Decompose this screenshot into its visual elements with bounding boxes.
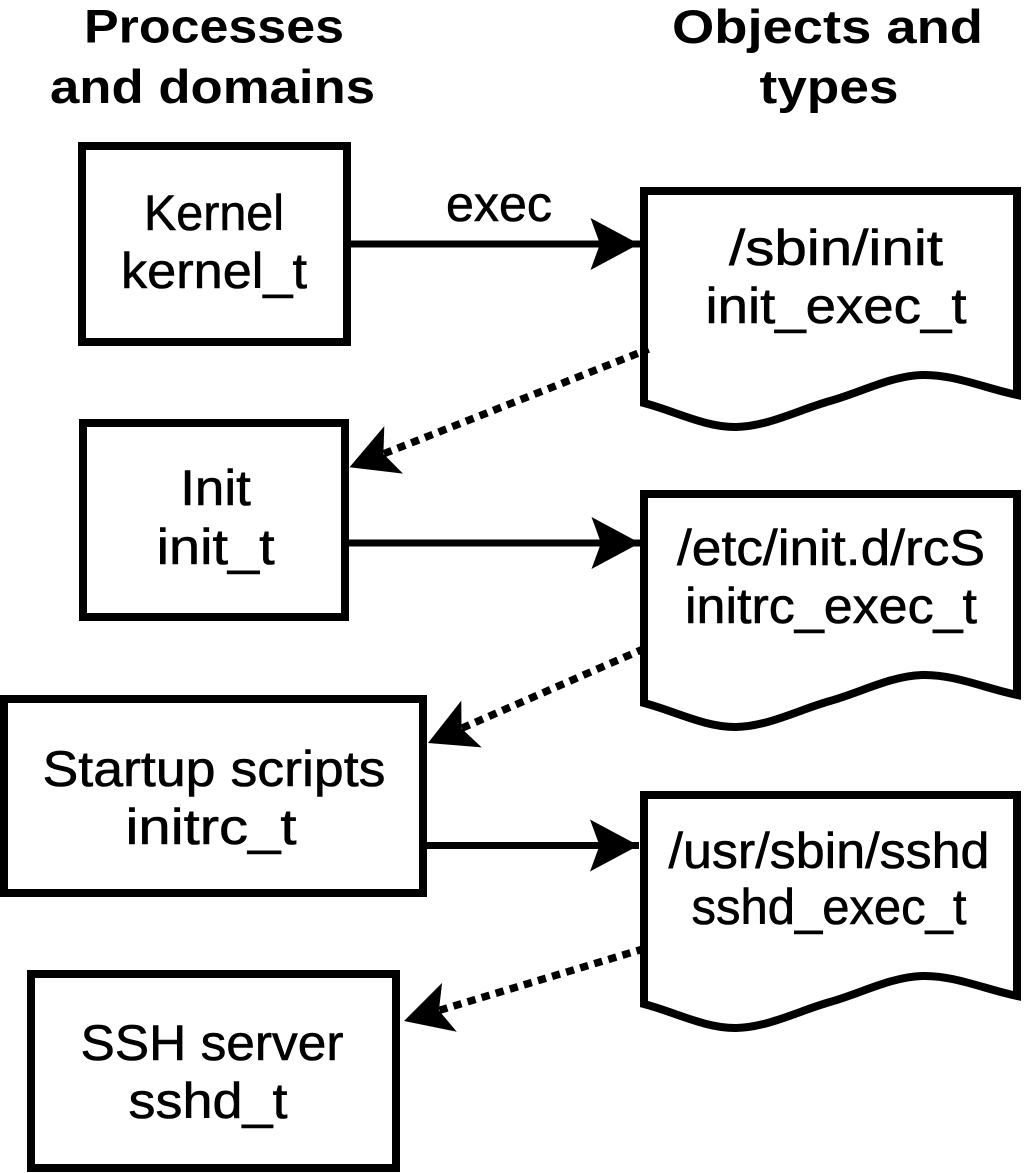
svg-text:sshd_t: sshd_t — [129, 1073, 288, 1129]
svg-text:sshd_exec_t: sshd_exec_t — [692, 879, 967, 935]
svg-text:kernel_t: kernel_t — [121, 243, 307, 299]
svg-text:exec: exec — [446, 176, 552, 232]
svg-text:Init: Init — [180, 460, 251, 516]
svg-text:/sbin/init: /sbin/init — [729, 220, 943, 276]
svg-text:/etc/init.d/rcS: /etc/init.d/rcS — [677, 520, 985, 576]
svg-text:Objects and: Objects and — [672, 0, 983, 53]
svg-text:and domains: and domains — [50, 60, 375, 113]
svg-text:Processes: Processes — [84, 0, 344, 53]
svg-text:Startup scripts: Startup scripts — [43, 741, 386, 797]
svg-text:init_exec_t: init_exec_t — [706, 278, 967, 334]
svg-text:SSH server: SSH server — [81, 1015, 344, 1071]
svg-text:types: types — [760, 60, 899, 113]
svg-text:init_t: init_t — [157, 519, 275, 575]
svg-text:/usr/sbin/sshd: /usr/sbin/sshd — [669, 823, 990, 879]
svg-text:Kernel: Kernel — [144, 185, 284, 241]
svg-text:initrc_exec_t: initrc_exec_t — [685, 578, 977, 634]
svg-text:initrc_t: initrc_t — [126, 799, 297, 855]
